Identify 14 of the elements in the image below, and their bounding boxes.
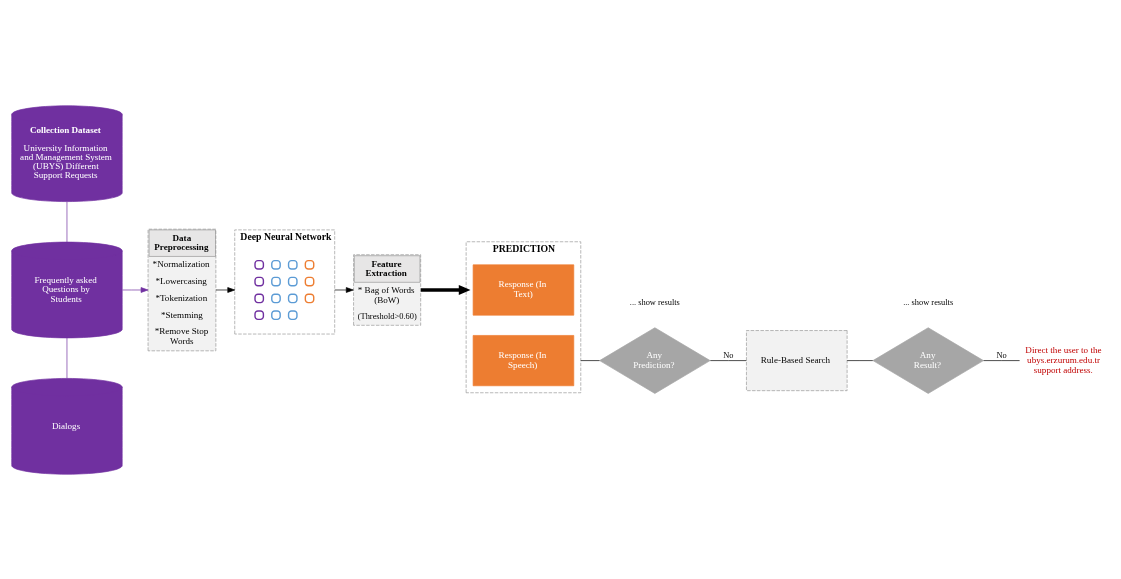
- cluster: Deep Neural Network: [234, 229, 336, 334]
- node-box: Response (In Text): [472, 263, 575, 316]
- arrow: [334, 286, 354, 293]
- arrow: [122, 286, 149, 293]
- connector: [66, 200, 68, 242]
- node-diamond: Any Prediction?: [599, 326, 711, 394]
- arrow: [215, 286, 236, 293]
- node-diamond: Any Result?: [872, 326, 984, 394]
- node-box: Rule-Based Search: [746, 329, 848, 391]
- node-box: Response (In Speech): [472, 334, 575, 386]
- connector: [580, 359, 600, 361]
- arrow: [420, 284, 471, 295]
- node-text: Direct the user to the ubys.erzurum.edu.tr support address.: [1025, 344, 1102, 375]
- connector: [66, 337, 68, 379]
